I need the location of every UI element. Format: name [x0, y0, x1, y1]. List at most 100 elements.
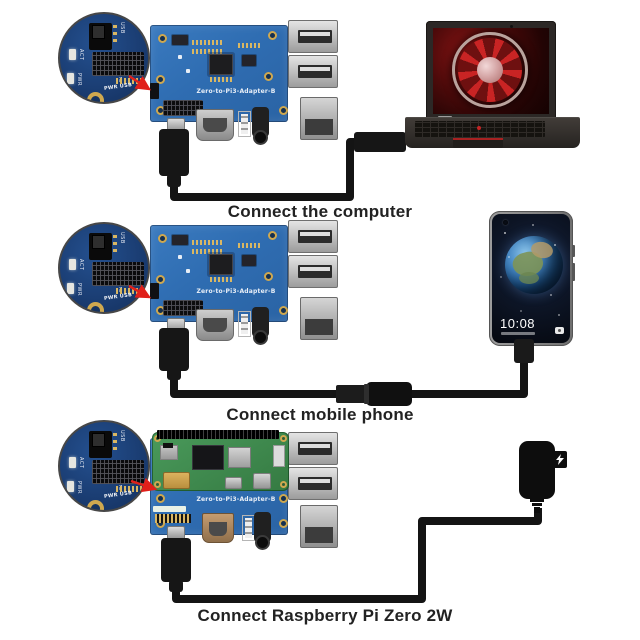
caption-computer: Connect the computer — [227, 202, 413, 221]
switch-pin — [113, 249, 117, 252]
usb-a-port-stack-bottom — [288, 467, 338, 500]
switch-pin — [113, 447, 117, 450]
switch-pin — [113, 433, 117, 436]
act-led — [69, 457, 76, 468]
gpio-female-header-closeup — [92, 262, 144, 286]
pwr-led — [67, 73, 74, 84]
strain-relief — [532, 503, 542, 506]
otg-male-plug — [336, 385, 368, 403]
pwr-led-label: PWR — [76, 481, 82, 494]
board-silkscreen: Zero-to-Pi3-Adapter-B — [196, 88, 276, 95]
trackpoint-dot — [477, 126, 481, 130]
usb-slot — [298, 477, 332, 490]
usb-slot — [298, 30, 332, 43]
switch-pin — [113, 242, 117, 245]
ethernet-port — [300, 97, 338, 140]
pi-mounting-hole — [280, 435, 287, 442]
phone-date-text — [501, 332, 535, 335]
silkscreen-mark — [178, 55, 182, 59]
audio-jack — [252, 307, 269, 345]
hdmi-port — [202, 513, 234, 543]
mode-switch — [89, 23, 112, 50]
micro-usb-otg-port — [225, 477, 242, 489]
switch-label-usb: USB — [119, 22, 125, 34]
hdmi-port — [196, 309, 234, 341]
laptop-base — [405, 117, 580, 148]
gold-header-row — [155, 514, 191, 523]
mounting-hole — [279, 494, 288, 503]
pwr-usb-port — [150, 83, 159, 99]
phone-screen: 10:08 — [492, 214, 570, 343]
usb-slot — [298, 442, 332, 455]
white-connector — [238, 311, 251, 337]
gold-pads — [116, 486, 144, 492]
mounting-hole — [279, 106, 288, 115]
mounting-hole — [268, 231, 277, 240]
fan-hub — [477, 57, 503, 83]
usb-a-port-stack-top — [288, 220, 338, 253]
volume-button — [572, 245, 575, 257]
micro-usb-power-port — [167, 318, 185, 332]
pwr-led-label: PWR — [76, 283, 82, 296]
mounting-hole — [156, 494, 165, 503]
camera-connector — [273, 445, 285, 467]
adapter-board-3: Zero-to-Pi3-Adapter-B — [150, 430, 338, 550]
switch-knob — [92, 235, 105, 249]
smd-chip — [242, 55, 256, 66]
micro-usb-plug-1 — [159, 129, 189, 176]
board-silkscreen: Zero-to-Pi3-Adapter-B — [196, 496, 276, 503]
mounting-hole — [279, 519, 288, 528]
webcam-dot — [510, 25, 513, 28]
hdmi-port — [196, 109, 234, 141]
usb-a-port-stack-bottom — [288, 255, 338, 288]
pi-mounting-hole — [154, 481, 161, 488]
usb-a-plug-1 — [354, 132, 406, 152]
smd-pads — [192, 240, 222, 245]
usb-a-port-stack-top — [288, 20, 338, 53]
earth-landmass — [519, 272, 539, 284]
mounting-hole-closeup — [87, 92, 104, 102]
laptop-display-fan-wallpaper — [433, 28, 549, 114]
switch-knob — [92, 25, 105, 39]
gpio-female-header — [163, 100, 203, 116]
mounting-hole — [158, 234, 167, 243]
pwr-led — [67, 283, 74, 294]
otg-female-coupler — [366, 382, 412, 406]
earth-wallpaper — [505, 236, 563, 294]
laptop — [405, 18, 580, 154]
zoom-detail-circle-1: USB Zero ACT PWR PWR USB — [58, 12, 150, 104]
switch-pin — [113, 235, 117, 238]
ethernet-port — [300, 505, 338, 548]
smd-pads — [210, 277, 234, 282]
caption-pi-zero-2w: Connect Raspberry Pi Zero 2W — [197, 606, 453, 625]
micro-usb-power-port — [167, 118, 185, 132]
strain-relief — [534, 507, 540, 513]
adapter-board-1: Zero-to-Pi3-Adapter-B — [150, 20, 338, 145]
power-adapter — [519, 441, 569, 516]
switch-pin — [113, 25, 117, 28]
switch-pin — [113, 32, 117, 35]
adapter-board-2: Zero-to-Pi3-Adapter-B — [150, 220, 338, 345]
mounting-hole — [156, 275, 165, 284]
mounting-hole — [268, 31, 277, 40]
microsd-slot — [160, 443, 178, 460]
silkscreen-mark — [178, 255, 182, 259]
switch-pin — [113, 39, 117, 42]
otg-coupler-seam — [364, 384, 369, 404]
audio-jack — [254, 512, 271, 550]
smd-pads — [192, 49, 222, 54]
laptop-screen — [426, 21, 556, 122]
plug-prong-block — [552, 451, 567, 468]
act-led-label: ACT — [78, 457, 84, 469]
ethernet-port — [300, 297, 338, 340]
power-adapter-body — [519, 441, 555, 499]
usb-cable-2a — [170, 377, 338, 398]
plug-taper-1 — [167, 174, 181, 187]
info-label — [153, 506, 186, 512]
mounting-hole — [158, 34, 167, 43]
wireless-shield — [228, 447, 251, 468]
switch-knob — [92, 433, 105, 447]
raspberry-pi-zero-2w — [152, 430, 289, 491]
pwr-led — [67, 481, 74, 492]
